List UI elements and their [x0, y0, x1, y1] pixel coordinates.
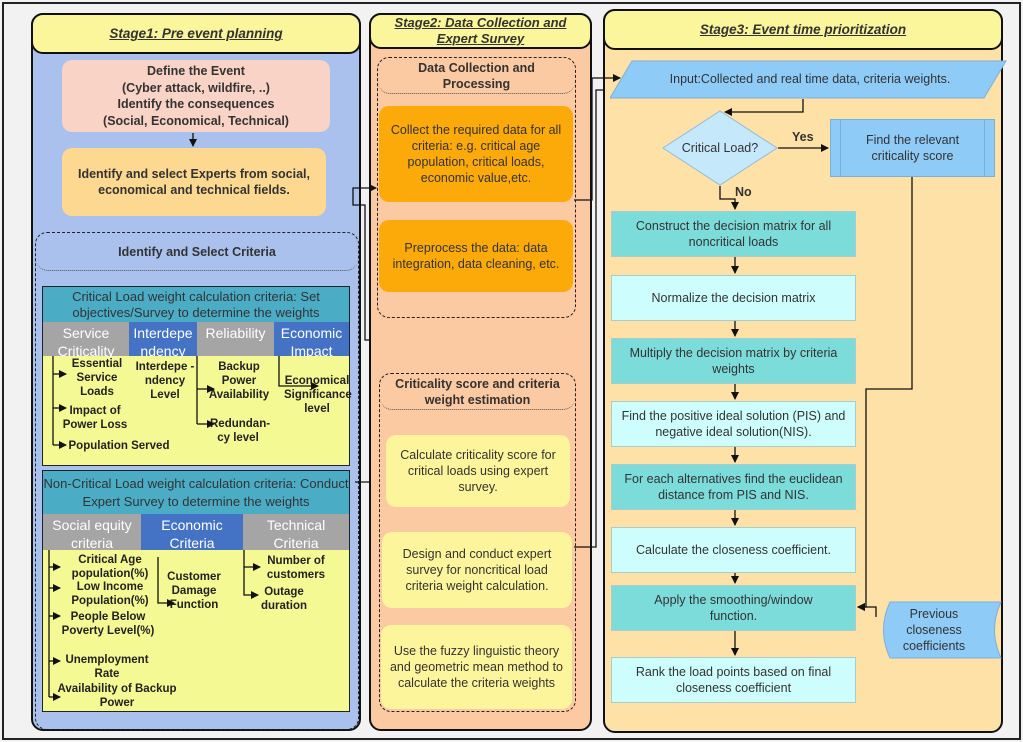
critical-col-reliability: Reliability — [197, 322, 274, 356]
define-event-line: Identify the consequences — [117, 97, 275, 111]
identify-experts-text: Identify and select Experts from social,… — [77, 167, 311, 197]
find-score-side-left — [840, 119, 841, 177]
criteria-item: Customer Damage Function — [167, 571, 221, 611]
noncritical-col-technical: Technical Criteria — [243, 514, 349, 551]
criticality-score-to-smoothing — [857, 177, 913, 611]
criteria-item: Unemployment Rate — [65, 654, 149, 680]
no-arrow — [719, 186, 739, 210]
define-event-line: Define the Event — [147, 64, 245, 78]
input-to-decision-arrow — [724, 99, 804, 116]
preprocess-box: Preprocess the data: data integration, d… — [379, 220, 573, 292]
critical-col-interdependency: Interdepe ndency — [129, 322, 197, 359]
critical-col-service-criticality: Service Criticality — [43, 322, 129, 359]
criteria-item: Essential Service Loads — [71, 358, 123, 398]
economic-criteria-branch — [157, 557, 175, 607]
identify-experts-box: Identify and select Experts from social,… — [62, 148, 326, 216]
fuzzy-method-box: Use the fuzzy linguistic theory and geom… — [381, 625, 572, 709]
criteria-item: Outage duration — [261, 586, 307, 612]
find-score-box: Find the relevant criticality score — [830, 119, 995, 177]
decision-text: Critical Load? — [681, 141, 759, 155]
decision-diamond — [662, 110, 778, 186]
input-text: Input:Collected and real time data, crit… — [669, 72, 951, 86]
noncritical-col-social-equity: Social equity criteria — [43, 514, 141, 551]
collect-data-box: Collect the required data for all criter… — [379, 106, 573, 202]
criteria-item: Interdepe -ndency Level — [135, 361, 195, 401]
step-construct-matrix: Construct the decision matrix for all no… — [611, 211, 856, 257]
define-event-line: (Cyber attack, wildfire, ..) — [122, 80, 270, 95]
stage2-title: Stage2: Data Collection and Expert Surve… — [369, 13, 592, 49]
stage2-survey-link — [574, 89, 603, 548]
criteria-item: Population Served — [68, 440, 170, 452]
criteria-item: People Below Poverty Level(%) — [61, 611, 155, 637]
criteria-item: Critical Age population(%) — [71, 554, 149, 580]
economic-impact-branch — [278, 356, 319, 390]
criteria-item: Redundan- cy level — [210, 418, 271, 444]
previous-to-smoothing — [857, 603, 877, 617]
criteria-item: Impact of Power Loss — [62, 405, 128, 431]
previous-coefficients-text: Previous closeness coefficients — [902, 607, 966, 653]
stage3-title: Stage3: Event time prioritization — [603, 9, 1003, 50]
stage1-title: Stage1: Pre event planning — [31, 13, 361, 54]
criticality-group — [379, 373, 576, 712]
step-normalize: Normalize the decision matrix — [611, 275, 856, 321]
define-event-line: (Social, Economical, Technical) — [103, 113, 289, 128]
step-rank: Rank the load points based on final clos… — [611, 657, 856, 703]
previous-coefficients-shape — [883, 601, 1002, 659]
data-collection-group — [377, 57, 576, 318]
criteria-group-title: Identify and Select Criteria — [36, 233, 358, 271]
step-euclidean-distance: For each alternatives find the euclidean… — [611, 464, 856, 510]
yes-label: Yes — [792, 130, 814, 144]
criteria-item: Availability of Backup Power — [57, 683, 177, 709]
criteria-group — [35, 232, 359, 730]
criteria-item: Number of customers — [266, 555, 326, 581]
criteria-item: Low Income Population(%) — [71, 581, 149, 607]
noncritical-col-economic: Economic Criteria — [141, 514, 243, 551]
data-collection-title: Data Collection and Processing — [378, 58, 575, 94]
step-smoothing: Apply the smoothing/window function. — [611, 585, 856, 631]
stage2-to-stage3-arrow — [574, 74, 621, 201]
step-multiply-weights: Multiply the decision matrix by criteria… — [611, 338, 856, 384]
critical-criteria-title: Critical Load weight calculation criteri… — [42, 286, 350, 322]
stage1-title-text: Stage1: Pre event planning — [109, 26, 283, 41]
stage1-to-stage2-arrow — [352, 184, 377, 483]
criticality-group-title: Criticality score and criteria weight es… — [380, 374, 575, 410]
define-event-box: Define the Event (Cyber attack, wildfire… — [62, 60, 330, 132]
no-label: No — [735, 185, 752, 199]
find-score-side-right — [984, 119, 985, 177]
technical-branch-2 — [243, 567, 259, 599]
technical-branch-1 — [243, 550, 261, 571]
step-closeness: Calculate the closeness coefficient. — [611, 527, 856, 573]
criteria-item: Backup Power Availability — [208, 361, 270, 401]
noncritical-criteria-title: Non-Critical Load weight calculation cri… — [42, 470, 350, 514]
calc-score-box: Calculate criticality score for critical… — [386, 435, 570, 507]
input-shape — [610, 60, 1007, 99]
criteria-item: Economical Significance level — [284, 375, 352, 415]
step-find-pis-nis: Find the positive ideal solution (PIS) a… — [611, 401, 856, 447]
design-survey-box: Design and conduct expert survey for non… — [382, 532, 572, 608]
critical-col-economic-impact: Economic Impact — [274, 322, 349, 359]
